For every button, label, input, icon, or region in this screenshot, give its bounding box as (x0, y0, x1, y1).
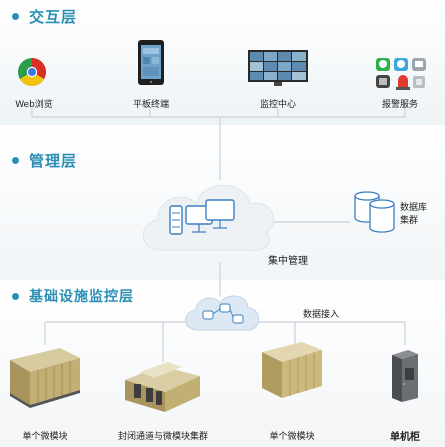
node-label-database-line2: 集群 (400, 216, 419, 226)
node-label-monitor: 监控中心 (259, 100, 297, 110)
micro-module-1-image (10, 348, 80, 408)
node-label-alarm: 报警服务 (381, 100, 419, 110)
node-label-database-line1: 数据库 (400, 203, 428, 213)
node-label-single-cabinet: 单机柜 (390, 432, 420, 443)
interaction-layer-band (0, 0, 445, 125)
tablet-icon (138, 40, 164, 85)
chrome-icon (18, 58, 46, 86)
alarm-service-icons (376, 58, 426, 90)
node-label-web: Web浏览 (15, 100, 53, 110)
layer-title-interaction: 交互层 (12, 6, 77, 27)
layer-title-infrastructure: 基础设施监控层 (12, 286, 134, 306)
node-label-micro-module-1: 单个微模块 (22, 432, 68, 442)
layer-title-management-text: 管理层 (29, 152, 78, 170)
infrastructure-cloud (185, 295, 259, 331)
database-cluster-icon (354, 191, 395, 233)
layer-bullet-icon (12, 292, 19, 300)
interaction-connectors (31, 108, 406, 180)
layer-bullet-icon (12, 157, 19, 164)
micro-module-2-image (262, 342, 322, 398)
aisle-cluster-image (125, 362, 200, 412)
layer-title-interaction-text: 交互层 (29, 8, 78, 26)
layer-bullet-icon (12, 13, 19, 20)
layer-title-management: 管理层 (12, 150, 77, 171)
node-label-micro-module-2: 单个微模块 (269, 432, 315, 442)
node-label-aisle-cluster: 封闭通道与微模块集群 (117, 432, 209, 442)
single-cabinet-image (392, 350, 418, 402)
node-label-central-management: 集中管理 (268, 256, 308, 267)
node-label-data-access: 数据接入 (303, 310, 340, 320)
layer-title-infrastructure-text: 基础设施监控层 (29, 289, 134, 305)
monitor-wall-icon (248, 50, 308, 86)
node-label-tablet: 平板终端 (132, 100, 170, 110)
management-cloud (142, 184, 275, 251)
